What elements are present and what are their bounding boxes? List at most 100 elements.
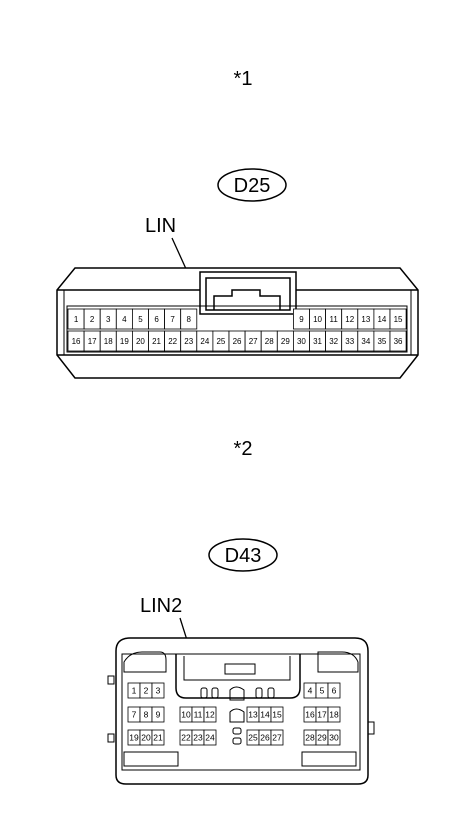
view-marker-2: *2 bbox=[234, 438, 253, 460]
pin-cell-box bbox=[270, 729, 284, 746]
pin-cell-box bbox=[327, 729, 341, 746]
pin-cell: 8 bbox=[139, 706, 153, 723]
pin-cell: 36 bbox=[389, 330, 407, 352]
pin-cell: 16 bbox=[67, 330, 85, 352]
pin-number: 18 bbox=[329, 710, 339, 720]
pin-cell: 29 bbox=[315, 729, 329, 746]
pin-cell-box bbox=[203, 706, 217, 723]
pin-cell: 1 bbox=[127, 682, 141, 699]
pin-number: 21 bbox=[152, 337, 161, 346]
pin-number: 7 bbox=[170, 315, 175, 324]
pin-number: 23 bbox=[184, 337, 193, 346]
pin-number: 14 bbox=[377, 315, 386, 324]
pin-cell: 10 bbox=[179, 706, 193, 723]
pin-cell: 26 bbox=[258, 729, 272, 746]
pin-number: 24 bbox=[205, 733, 215, 743]
pin-cell: 27 bbox=[244, 330, 262, 352]
pin-number: 20 bbox=[136, 337, 145, 346]
pin-number: 31 bbox=[313, 337, 322, 346]
pin-cell: 29 bbox=[276, 330, 294, 352]
pin-number: 30 bbox=[297, 337, 306, 346]
connector-code-d43: D43 bbox=[225, 545, 262, 567]
pin-cell: 30 bbox=[327, 729, 341, 746]
pin-cell: 8 bbox=[180, 308, 198, 330]
pin-number: 10 bbox=[181, 710, 191, 720]
pin-cell: 2 bbox=[83, 308, 101, 330]
pin-cell: 16 bbox=[303, 706, 317, 723]
pin-cell: 22 bbox=[179, 729, 193, 746]
pin-number: 3 bbox=[156, 686, 161, 696]
connector-code-badge-d25: D25 bbox=[217, 168, 287, 202]
pin-cell-box bbox=[389, 308, 407, 330]
pin-cell: 7 bbox=[164, 308, 182, 330]
pin-number: 22 bbox=[168, 337, 177, 346]
pin-number: 32 bbox=[329, 337, 338, 346]
pin-number: 19 bbox=[129, 733, 139, 743]
pin-cell: 34 bbox=[357, 330, 375, 352]
pin-cell: 18 bbox=[99, 330, 117, 352]
pin-cell: 21 bbox=[151, 729, 165, 746]
pin-cell: 10 bbox=[309, 308, 327, 330]
pin-cell: 12 bbox=[203, 706, 217, 723]
pin-number: 26 bbox=[260, 733, 270, 743]
pin-number: 11 bbox=[194, 710, 203, 720]
pin-cell: 24 bbox=[196, 330, 214, 352]
pin-number: 15 bbox=[272, 710, 282, 720]
pin-cell: 3 bbox=[151, 682, 165, 699]
pin-number: 17 bbox=[88, 337, 97, 346]
pin-number: 17 bbox=[317, 710, 327, 720]
pin-cell: 13 bbox=[246, 706, 260, 723]
pin-cell: 21 bbox=[148, 330, 166, 352]
pin-cell: 14 bbox=[258, 706, 272, 723]
pin-cell: 9 bbox=[292, 308, 310, 330]
pin-cell: 15 bbox=[389, 308, 407, 330]
connector-code-badge-d43: D43 bbox=[208, 538, 278, 572]
pin-cell-box bbox=[327, 706, 341, 723]
pin-number: 4 bbox=[122, 315, 127, 324]
pin-number: 13 bbox=[361, 315, 370, 324]
pin-number: 28 bbox=[265, 337, 274, 346]
connector-code-d25: D25 bbox=[234, 175, 271, 197]
pin-cell: 25 bbox=[246, 729, 260, 746]
view-marker-1: *1 bbox=[234, 68, 253, 90]
pin-cell: 31 bbox=[309, 330, 327, 352]
pin-number: 2 bbox=[144, 686, 149, 696]
pin-cell-box bbox=[151, 682, 165, 699]
pin-number: 10 bbox=[313, 315, 322, 324]
pin-number: 29 bbox=[317, 733, 327, 743]
pin-number: 22 bbox=[181, 733, 191, 743]
pin-number: 12 bbox=[205, 710, 215, 720]
pin-cell: 22 bbox=[164, 330, 182, 352]
pin-cell: 18 bbox=[327, 706, 341, 723]
pin-cell: 6 bbox=[148, 308, 166, 330]
pin-cell: 25 bbox=[212, 330, 230, 352]
pin-cell: 14 bbox=[373, 308, 391, 330]
pin-number: 18 bbox=[104, 337, 113, 346]
pin-number: 6 bbox=[154, 315, 159, 324]
signal-label-lin: LIN bbox=[145, 215, 176, 237]
pin-cell: 20 bbox=[131, 330, 149, 352]
pin-number: 7 bbox=[132, 710, 137, 720]
pin-number: 13 bbox=[248, 710, 258, 720]
pin-cell: 32 bbox=[325, 330, 343, 352]
pin-cell: 9 bbox=[151, 706, 165, 723]
pin-number: 2 bbox=[90, 315, 95, 324]
pin-number: 16 bbox=[72, 337, 81, 346]
pin-cell: 17 bbox=[315, 706, 329, 723]
pin-cell: 1 bbox=[67, 308, 85, 330]
pin-number: 8 bbox=[187, 315, 192, 324]
pin-cell: 23 bbox=[180, 330, 198, 352]
pin-cell-box bbox=[151, 729, 165, 746]
pin-cell: 23 bbox=[191, 729, 205, 746]
pin-cell-box bbox=[389, 330, 407, 352]
pin-cell: 4 bbox=[303, 682, 317, 699]
pin-number: 34 bbox=[361, 337, 370, 346]
pin-number: 14 bbox=[260, 710, 270, 720]
pin-number: 11 bbox=[329, 315, 338, 324]
pin-cell: 33 bbox=[341, 330, 359, 352]
pin-number: 25 bbox=[248, 733, 258, 743]
pin-number: 9 bbox=[299, 315, 304, 324]
pin-number: 29 bbox=[281, 337, 290, 346]
pin-number: 16 bbox=[305, 710, 315, 720]
